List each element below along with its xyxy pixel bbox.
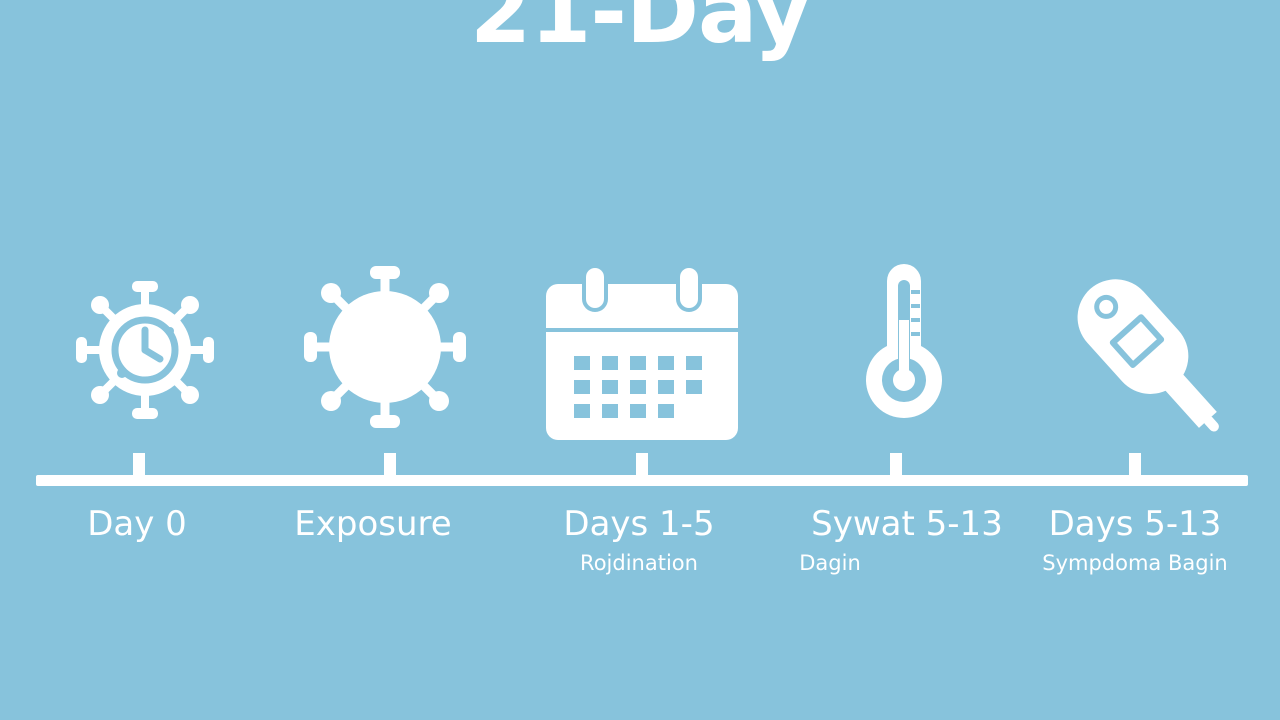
thermometer-icon: [866, 264, 942, 418]
timeline-tick: [384, 453, 396, 477]
timeline-axis: [36, 475, 1248, 486]
stage-sublabel: Rojdination: [580, 551, 698, 575]
stage-label: Day 0: [87, 504, 187, 544]
digital-thermometer-icon: [1077, 279, 1219, 432]
timeline-tick: [133, 453, 145, 477]
virus-icon: [304, 266, 466, 428]
calendar-icon: [546, 266, 738, 440]
page-title: 21-Day: [469, 0, 811, 63]
stage-sublabel: Dagin: [799, 551, 861, 575]
stage-label: Exposure: [294, 504, 452, 544]
stage-label: Days 1-5: [563, 504, 715, 544]
stage-label: Days 5-13: [1048, 504, 1222, 544]
stage-label: Sywat 5-13: [811, 504, 1003, 544]
timeline-tick: [890, 453, 902, 477]
virus-clock-icon: [76, 281, 214, 419]
stage-sublabel: Sympdoma Bagin: [1042, 551, 1228, 575]
timeline-tick: [636, 453, 648, 477]
timeline-tick: [1129, 453, 1141, 477]
